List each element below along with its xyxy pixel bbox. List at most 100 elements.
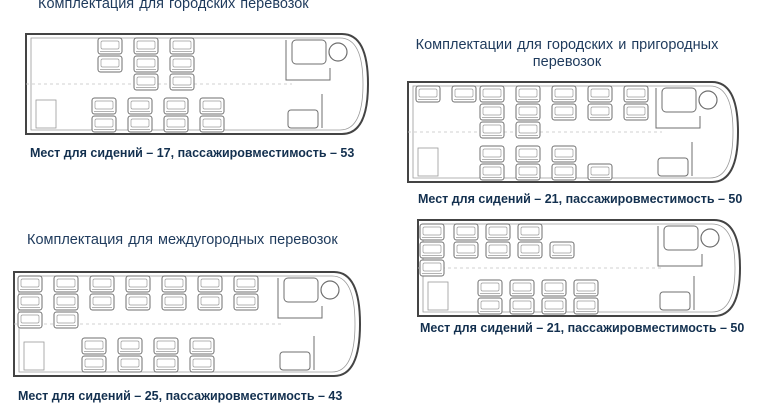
seat [549,241,575,259]
seat [509,297,535,315]
seat [125,293,151,311]
driver-seat [283,277,319,303]
heading-city: Комплектация для городских перевозок [38,0,309,12]
bus-inner-wall [412,85,734,179]
seat [163,115,189,133]
caption-intercity: Мест для сидений – 25, пассажировместимо… [18,389,343,403]
heading-intercity: Комплектация для междугородных перевозок [27,232,338,248]
rear-door [417,147,439,177]
seat [199,97,225,115]
heading-city-suburban: Комплектации для городских и пригородных… [392,37,742,71]
seat [573,297,599,315]
seat [541,279,567,297]
seat [479,121,505,139]
cabin-partition [277,278,323,319]
seat [97,55,123,73]
heading-city-suburban-line2: перевозок [532,54,602,70]
bus-plan-city-svg [25,33,370,135]
seat [189,355,215,373]
seat [515,85,541,103]
seat [161,293,187,311]
seat [573,279,599,297]
cabin-partition [657,226,703,267]
bus-plan-city-suburban-alt [412,214,744,322]
seat [91,97,117,115]
seat [91,115,117,133]
seat [117,355,143,373]
steering-wheel-icon [328,42,348,62]
seat [53,311,79,329]
seat [17,311,43,329]
seat [53,275,79,293]
seat [169,73,195,91]
seat [133,73,159,91]
seat [479,163,505,181]
seat [189,337,215,355]
heading-city-suburban-line1: Комплектации для городских и пригородных [415,37,719,53]
seat [551,85,577,103]
caption-city-suburban: Мест для сидений – 21, пассажировместимо… [418,192,743,206]
seat [541,297,567,315]
seat [163,97,189,115]
steering-wheel-icon [320,280,340,300]
bus-plan-intercity-svg [13,271,362,377]
seat [233,275,259,293]
steering-wheel-icon [700,228,720,248]
driver-seat [291,39,327,65]
seat [479,145,505,163]
seat [17,275,43,293]
seat [133,55,159,73]
driver-seat [661,87,697,113]
cabin-partition [655,88,701,129]
seat [509,279,535,297]
seat [515,121,541,139]
seat [53,293,79,311]
seat [551,145,577,163]
seat [477,279,503,297]
front-door [287,109,319,129]
bus-inner-wall [30,37,364,131]
seat [587,103,613,121]
bus-plan-city-suburban-svg [407,81,740,183]
seat [133,37,159,55]
bus-plan-city [20,28,372,140]
steering-wheel-icon [698,90,718,110]
caption-city: Мест для сидений – 17, пассажировместимо… [30,146,355,160]
seat [517,241,543,259]
seat [197,293,223,311]
bus-inner-wall [18,275,356,373]
seat [89,275,115,293]
seat [81,355,107,373]
seat [97,37,123,55]
front-door [279,351,311,371]
seat [587,163,613,181]
seat [485,241,511,259]
seat [479,85,505,103]
caption-city-suburban-alt: Мест для сидений – 21, пассажировместимо… [420,321,745,335]
seat [197,275,223,293]
seat [485,223,511,241]
seat [419,223,445,241]
seat [517,223,543,241]
seat [419,259,445,277]
seat [199,115,225,133]
seat [127,115,153,133]
bus-plan-city-suburban [402,76,742,188]
rear-door [23,341,45,371]
seat [169,37,195,55]
seat [117,337,143,355]
seat [587,85,613,103]
seat [623,103,649,121]
seat [453,223,479,241]
seat [479,103,505,121]
front-door [657,157,689,177]
seat [153,337,179,355]
seat [153,355,179,373]
cabin-partition [285,40,331,81]
seat [623,85,649,103]
seat [161,275,187,293]
seat [415,85,441,103]
bus-inner-wall [422,223,736,313]
seat [125,275,151,293]
seat [419,241,445,259]
